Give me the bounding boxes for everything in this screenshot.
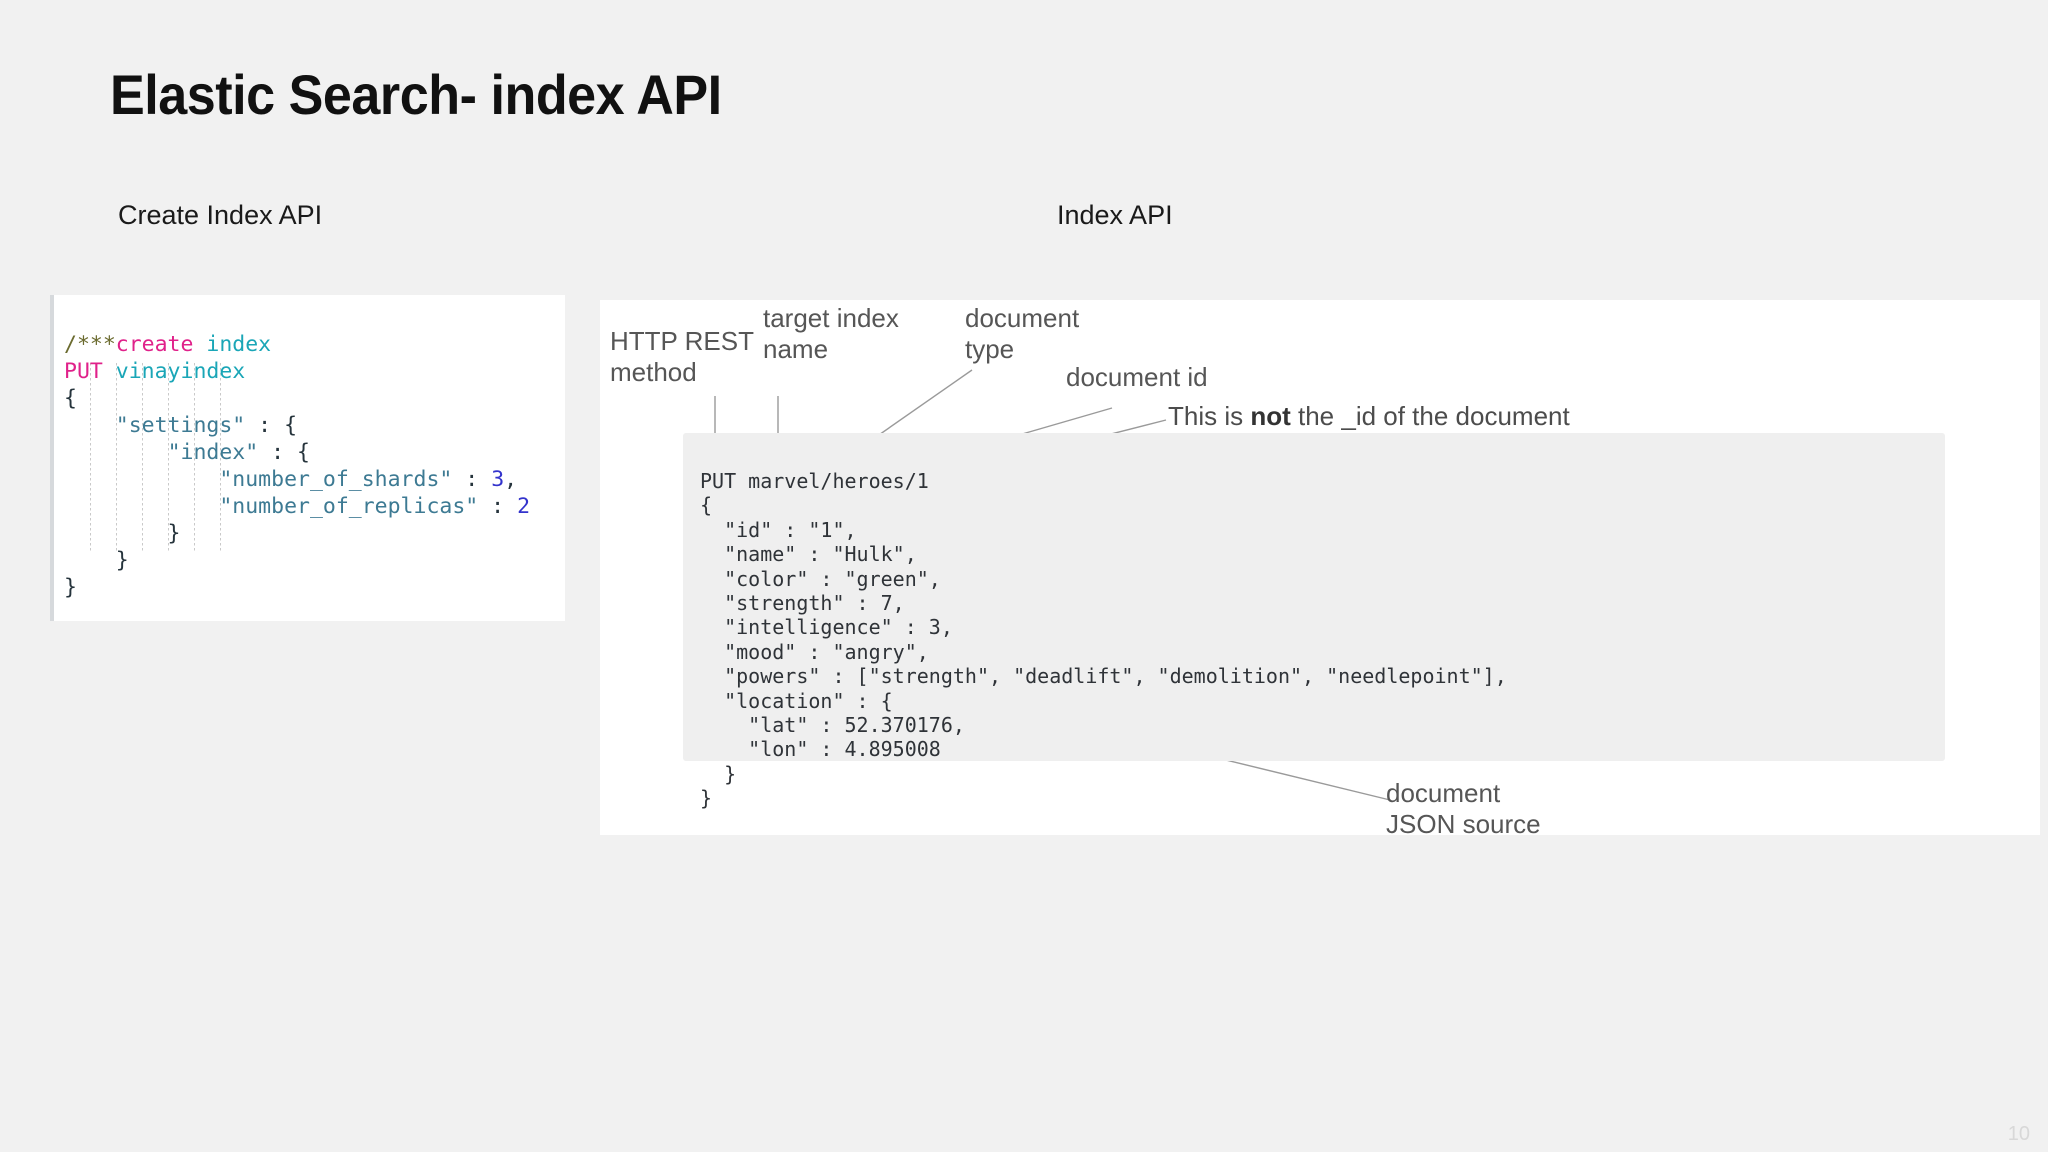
page-title: Elastic Search- index API: [110, 63, 722, 126]
code-token: vinayindex: [115, 358, 246, 384]
code-token: /***: [64, 331, 116, 357]
code-token: {: [64, 385, 77, 411]
annotation-not-id-note: This is not the _id of the document: [1168, 401, 1570, 432]
document-code: PUT marvel/heroes/1 { "id" : "1", "name"…: [700, 469, 1507, 811]
not-id-prefix: This is: [1168, 401, 1251, 431]
code-token: create: [115, 331, 207, 357]
code-gutter: [50, 295, 54, 621]
document-code-block: PUT marvel/heroes/1 { "id" : "1", "name"…: [683, 433, 1945, 810]
code-token: "number_of_shards": [219, 466, 453, 492]
create-index-api-caption: Create Index API: [118, 200, 323, 230]
annotation-target-index-name: target index name: [763, 303, 899, 364]
code-token: "number_of_replicas": [219, 493, 479, 519]
code-token: "index": [167, 439, 259, 465]
index-api-diagram-card: HTTP REST method target index name docum…: [600, 300, 2040, 835]
create-index-code-card: /***create index PUT vinayindex { "setti…: [50, 295, 565, 621]
code-token: : {: [258, 439, 310, 465]
code-token: 3: [491, 466, 505, 492]
annotation-document-json-source: document JSON source: [1386, 778, 1541, 835]
code-token: }: [64, 547, 129, 573]
code-token: index: [206, 331, 272, 357]
code-token: [64, 440, 168, 465]
code-token: }: [64, 574, 77, 600]
not-id-suffix: the _id of the document: [1290, 401, 1570, 431]
code-token: "settings": [115, 412, 246, 438]
index-api-caption: Index API: [1057, 200, 1173, 230]
code-token: [64, 467, 219, 492]
code-token: : {: [245, 412, 298, 438]
code-token: 2: [517, 493, 531, 519]
code-token: [64, 494, 219, 519]
annotation-document-id: document id: [1066, 362, 1208, 392]
code-token: PUT: [64, 358, 116, 384]
code-token: :: [478, 493, 518, 519]
create-index-code: /***create index PUT vinayindex { "setti…: [64, 331, 530, 601]
annotation-document-type: document type: [965, 303, 1080, 364]
annotation-http-rest-method: HTTP REST method: [610, 326, 754, 387]
code-token: [64, 413, 116, 438]
page-number: 10: [2007, 1123, 2030, 1145]
not-id-emphasis: not: [1250, 401, 1291, 431]
code-token: :: [452, 466, 492, 492]
code-token: }: [64, 520, 181, 546]
code-token: ,: [504, 466, 518, 492]
